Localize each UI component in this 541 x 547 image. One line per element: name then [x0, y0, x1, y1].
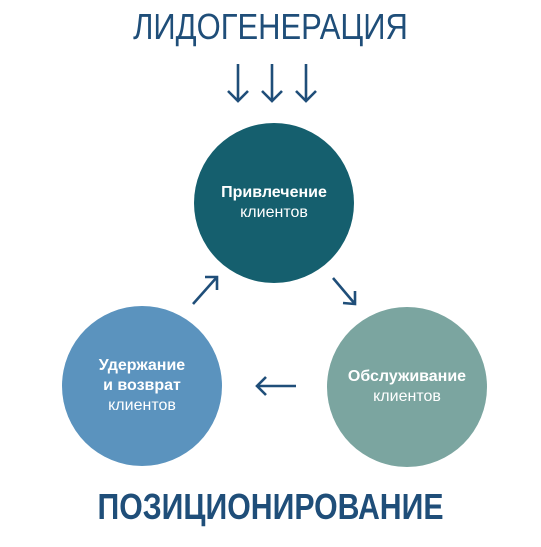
arrow-attract-to-service-icon [332, 277, 357, 306]
node-attract-clients: Привлечение клиентов [194, 123, 354, 283]
node-attract-subtitle: клиентов [240, 204, 308, 221]
node-service-subtitle: клиентов [373, 388, 441, 405]
bottom-title: ПОЗИЦИОНИРОВАНИЕ [97, 486, 444, 527]
down-arrow-icon [295, 64, 317, 103]
arrow-retain-to-attract-icon [192, 275, 219, 305]
node-service-title: Обслуживание [347, 368, 467, 385]
node-attract-title: Привлечение [221, 184, 327, 201]
node-retain-title: Удержание [98, 357, 186, 374]
down-arrow-icon [261, 64, 283, 103]
down-arrows [227, 64, 317, 103]
arrow-service-to-retain-icon [255, 376, 296, 396]
down-arrow-icon [227, 64, 249, 103]
node-retain-subtitle: клиентов [108, 397, 176, 414]
node-retain-title-line2: и возврат [103, 377, 181, 394]
node-retain-clients: Удержание и возврат клиентов [62, 306, 222, 466]
top-title: ЛИДОГЕНЕРАЦИЯ [133, 6, 408, 47]
node-service-clients: Обслуживание клиентов [327, 307, 487, 467]
